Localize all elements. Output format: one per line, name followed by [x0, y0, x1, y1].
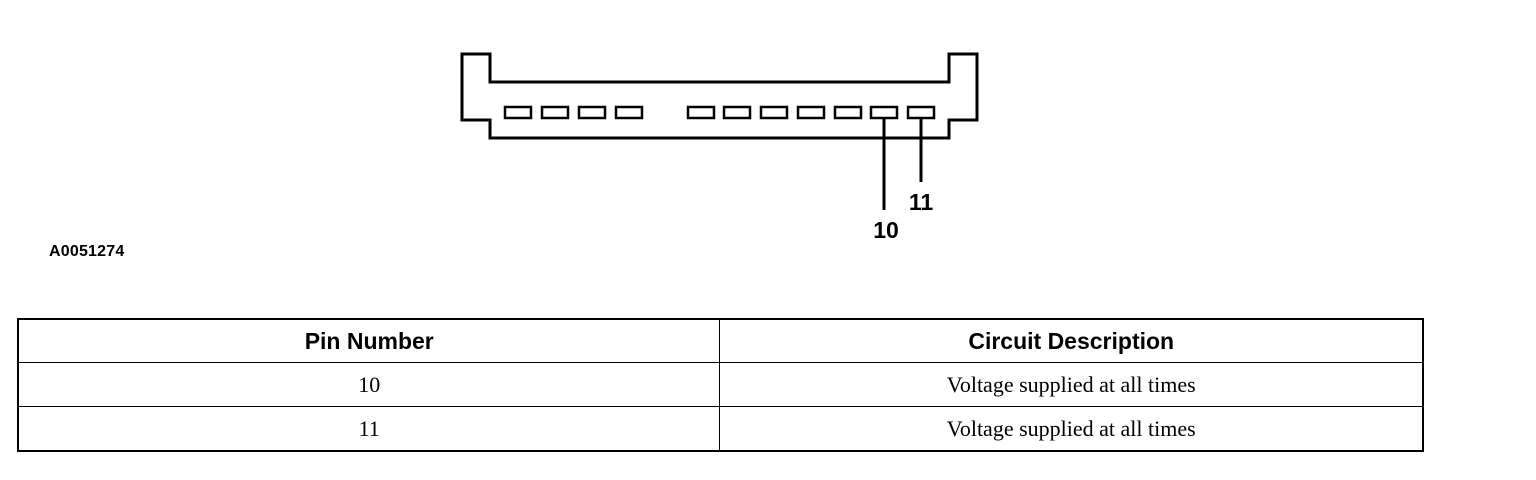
pin-cavities [503, 105, 936, 120]
table-row: 10 Voltage supplied at all times [17, 362, 1424, 407]
pin-number-cell: 10 [17, 362, 721, 407]
column-header-circuit-description: Circuit Description [719, 318, 1424, 363]
pin-cavity [577, 105, 607, 120]
table-header-row: Pin Number Circuit Description [17, 318, 1424, 363]
pin-cavity [759, 105, 789, 120]
connector-diagram: 10 11 [460, 52, 979, 243]
pin-11-callout: 11 [909, 189, 934, 215]
pin-cavity [833, 105, 863, 120]
pin-cavity [540, 105, 570, 120]
connector-housing [460, 52, 979, 140]
pin-cavity-10 [869, 105, 899, 120]
column-header-pin-number: Pin Number [17, 318, 721, 363]
pin-cavity [722, 105, 752, 120]
table-row: 11 Voltage supplied at all times [17, 406, 1424, 452]
pin-cavity [614, 105, 644, 120]
pin-10-callout: 10 [873, 217, 899, 243]
pin-cavity-11 [906, 105, 936, 120]
pin-number-cell: 11 [17, 406, 721, 452]
circuit-description-cell: Voltage supplied at all times [719, 362, 1424, 407]
pin-table: Pin Number Circuit Description 10 Voltag… [17, 318, 1424, 452]
circuit-description-cell: Voltage supplied at all times [719, 406, 1424, 452]
pin-cavity [503, 105, 533, 120]
pin-cavity [686, 105, 716, 120]
figure-id: A0051274 [49, 243, 125, 260]
pin-cavity [796, 105, 826, 120]
